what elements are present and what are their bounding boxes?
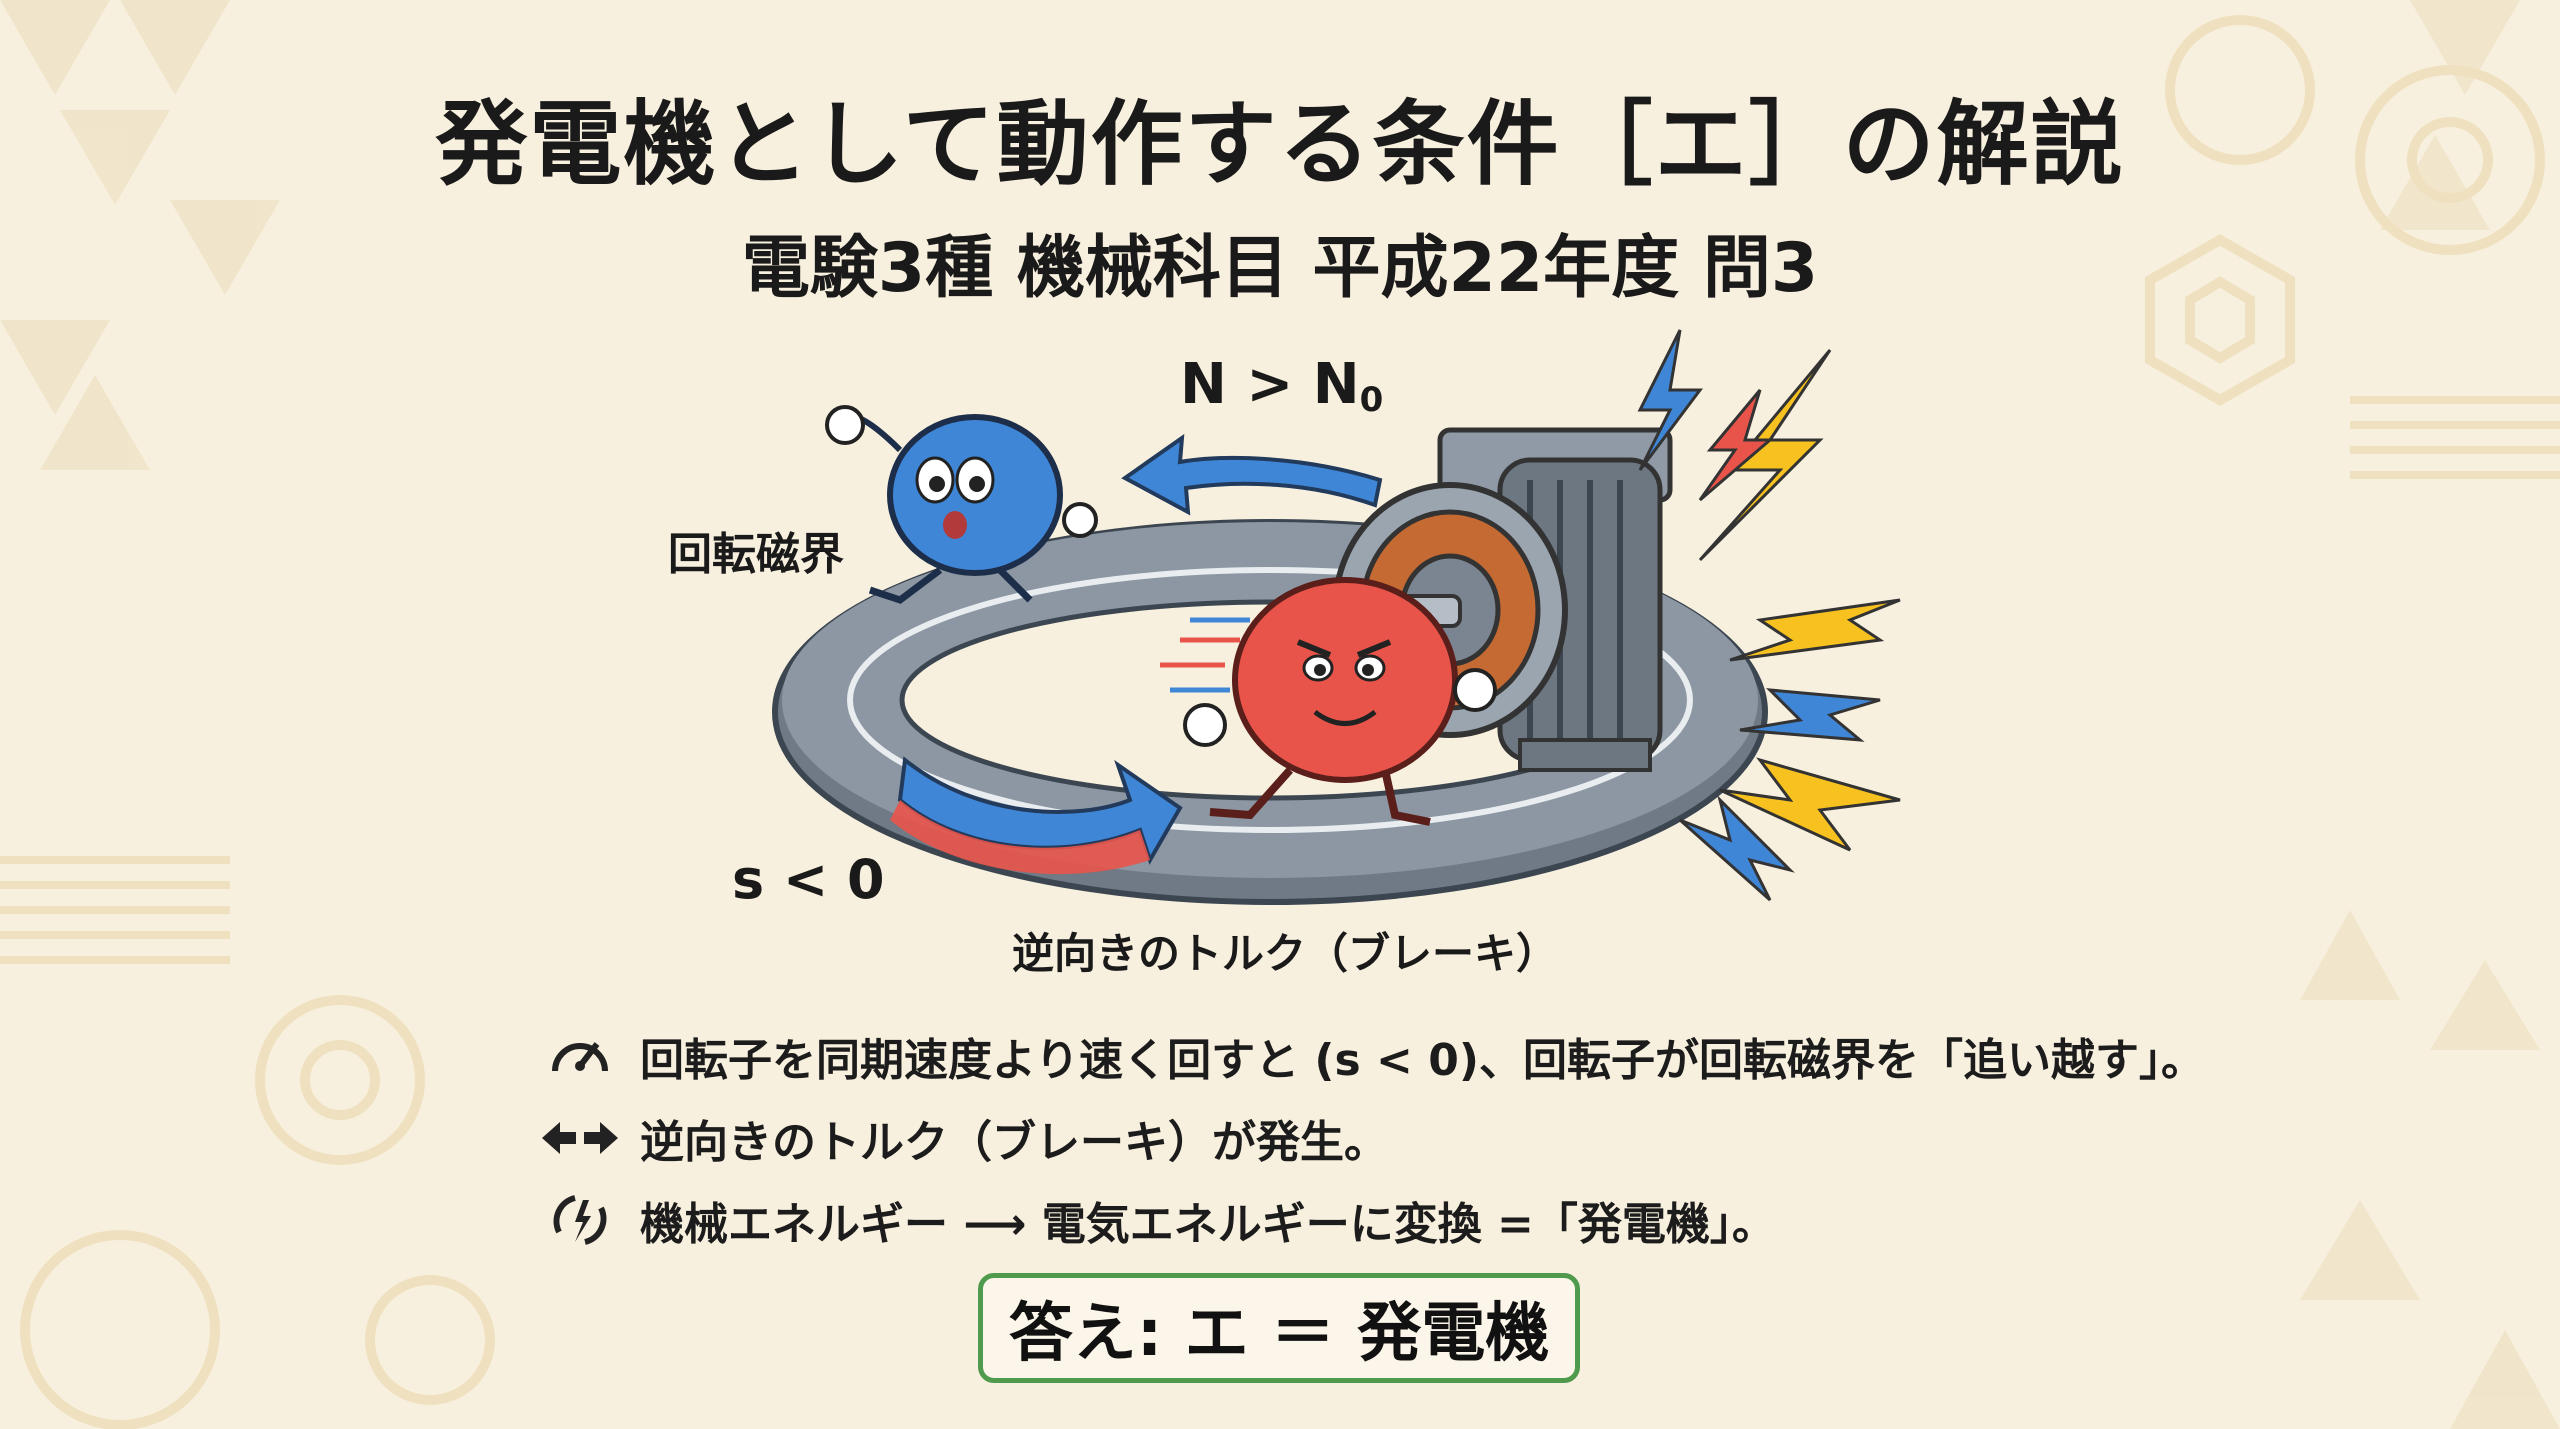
opposing-arrows-icon [540,1108,620,1168]
speedometer-icon [540,1026,620,1086]
speed-arrow-icon [1121,433,1383,516]
speed-label-text: N > N [1180,352,1360,417]
speed-condition-label: N > N0 [1180,352,1383,420]
bullet-text: 回転子を同期速度より速く回すと (s < 0)、回転子が回転磁界を「追い越す」。 [640,1035,2205,1086]
list-item: 逆向きのトルク（ブレーキ）が発生。 [540,1097,2300,1179]
rotor-character [1160,577,1497,826]
rotating-field-label: 回転磁界 [668,529,844,580]
energy-conversion-icon [540,1190,620,1250]
list-item: 機械エネルギー ⟶ 電気エネルギーに変換 =「発電機」。 [540,1179,2300,1261]
slip-label: s < 0 [732,848,885,911]
list-item: 回転子を同期速度より速く回すと (s < 0)、回転子が回転磁界を「追い越す」。 [540,1015,2300,1097]
answer-box: 答え: エ ＝ 発電機 [978,1273,1580,1383]
page-subtitle: 電験3種 機械科目 平成22年度 問3 [741,229,1819,308]
speed-label-subscript: 0 [1359,380,1384,420]
bullet-text: 機械エネルギー ⟶ 電気エネルギーに変換 =「発電機」。 [640,1199,1776,1250]
reverse-torque-label: 逆向きのトルク（ブレーキ） [1012,929,1559,978]
rotating-field-character [825,405,1098,604]
page-title: 発電機として動作する条件［エ］の解説 [435,91,2125,198]
bullet-text: 逆向きのトルク（ブレーキ）が発生。 [640,1117,1388,1168]
explanation-list: 回転子を同期速度より速く回すと (s < 0)、回転子が回転磁界を「追い越す」。… [540,1015,2300,1261]
electricity-icon [1637,329,1901,902]
